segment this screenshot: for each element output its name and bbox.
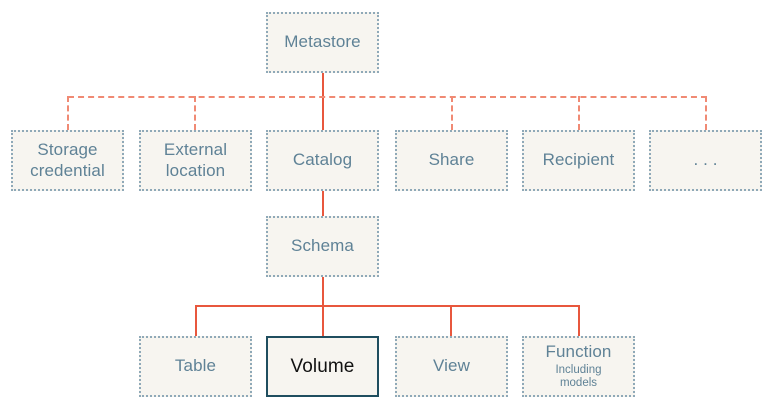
edge-bus-to-ellipsis xyxy=(705,96,707,130)
node-view-label: View xyxy=(433,356,470,376)
node-ellipsis-label: . . . xyxy=(693,150,718,170)
node-external-location[interactable]: External location xyxy=(139,130,252,191)
edge-metastore-to-catalog xyxy=(322,73,324,130)
node-table[interactable]: Table xyxy=(139,336,252,397)
node-share[interactable]: Share xyxy=(395,130,508,191)
node-storage-credential-label: Storage credential xyxy=(30,139,105,180)
node-recipient-label: Recipient xyxy=(542,150,615,170)
node-share-label: Share xyxy=(428,150,475,170)
node-schema-label: Schema xyxy=(291,236,354,256)
edge-metastore-bus xyxy=(68,96,707,98)
edge-bus-to-external-location xyxy=(194,96,196,130)
node-volume[interactable]: Volume xyxy=(266,336,379,397)
node-view[interactable]: View xyxy=(395,336,508,397)
node-external-location-label: External location xyxy=(163,139,228,180)
node-recipient[interactable]: Recipient xyxy=(522,130,635,191)
edge-bus-to-volume xyxy=(322,305,324,336)
node-schema[interactable]: Schema xyxy=(266,216,379,277)
node-catalog-label: Catalog xyxy=(292,150,353,170)
edge-bus-to-table xyxy=(195,305,197,336)
node-table-label: Table xyxy=(174,356,217,376)
edge-bus-to-function xyxy=(578,305,580,336)
edge-schema-bus xyxy=(195,305,579,307)
node-volume-label: Volume xyxy=(290,355,355,377)
edge-bus-to-view xyxy=(450,305,452,336)
node-metastore-label: Metastore xyxy=(284,32,361,52)
node-ellipsis[interactable]: . . . xyxy=(649,130,762,191)
edge-catalog-to-schema xyxy=(322,190,324,216)
node-storage-credential[interactable]: Storage credential xyxy=(11,130,124,191)
edge-bus-to-recipient xyxy=(578,96,580,130)
edge-bus-to-share xyxy=(451,96,453,130)
node-catalog[interactable]: Catalog xyxy=(266,130,379,191)
node-metastore[interactable]: Metastore xyxy=(266,12,379,73)
node-function[interactable]: Function Including models xyxy=(522,336,635,397)
node-function-label: Function xyxy=(545,342,612,362)
node-function-subtitle: Including models xyxy=(555,363,602,390)
edge-bus-to-storage-credential xyxy=(67,96,69,130)
edge-schema-stem xyxy=(322,276,324,306)
